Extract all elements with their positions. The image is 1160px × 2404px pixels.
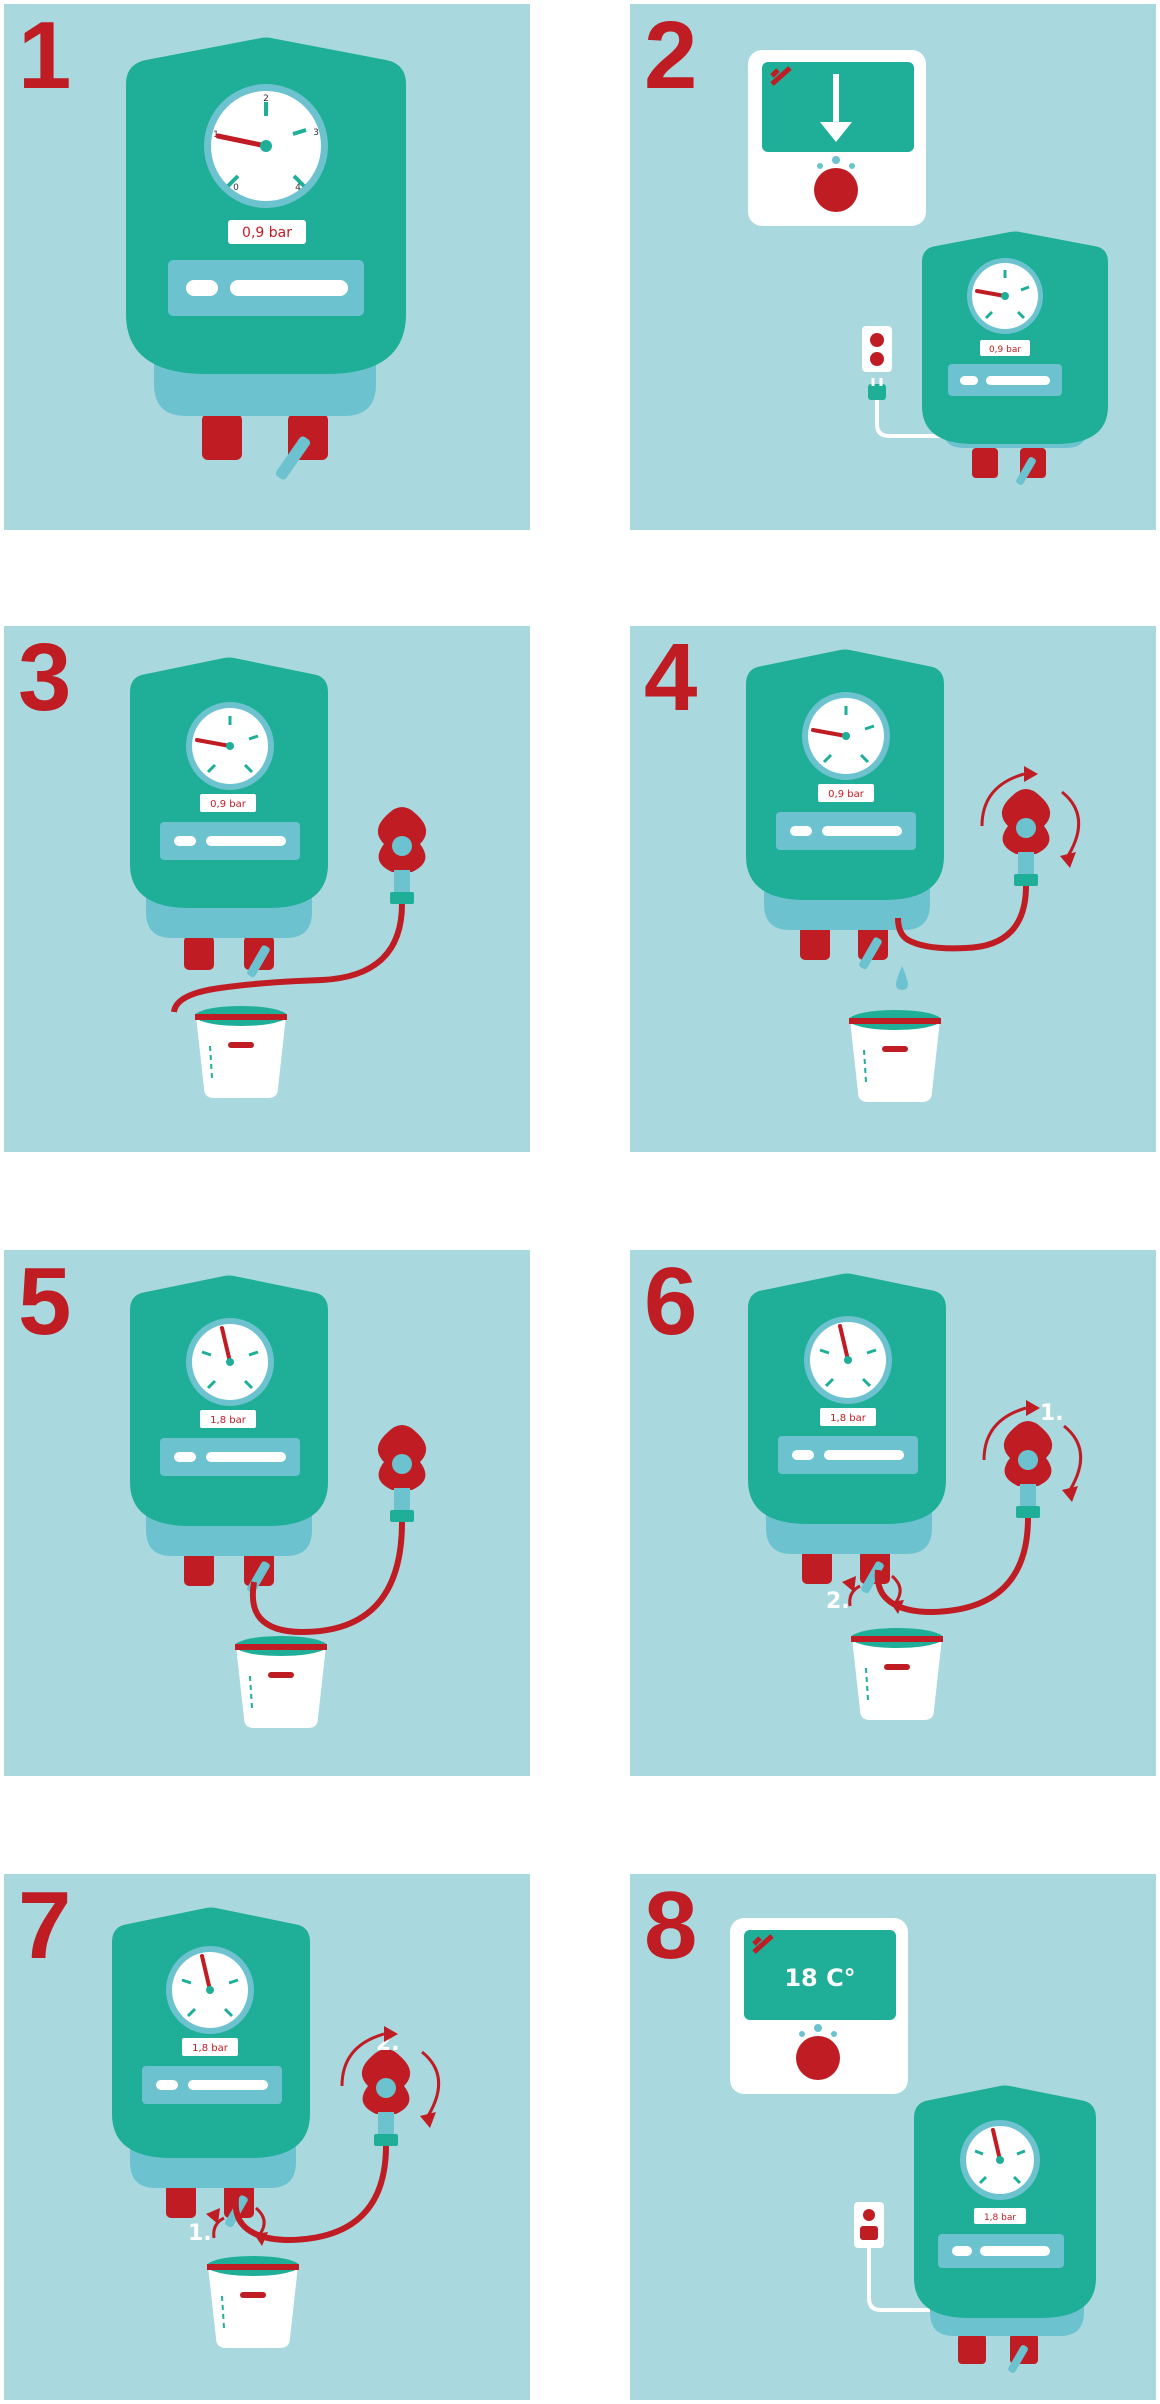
step-panel-7: 7 1,8 bar <box>4 1874 530 2400</box>
pressure-gauge-icon <box>802 692 890 780</box>
bucket-icon <box>235 1636 327 1728</box>
hose-icon <box>171 903 405 1013</box>
fill-valve-icon <box>361 2049 411 2146</box>
power-plug-icon <box>868 378 989 438</box>
hose-icon <box>249 1521 405 1636</box>
order-label: 2. <box>826 1589 850 1614</box>
order-label: 1. <box>1040 1401 1064 1426</box>
thermostat-icon <box>748 50 926 226</box>
boiler-icon: 0,9 bar <box>746 649 944 970</box>
step-number: 1 <box>18 4 72 109</box>
pressure-gauge-icon <box>166 1946 254 2034</box>
boiler-icon: 2 1 3 0 4 0,9 bar <box>126 37 406 480</box>
gauge-tick-label: 4 <box>295 183 301 193</box>
rotate-arrow-icon <box>206 2026 441 2246</box>
step-panel-6: 6 1,8 bar <box>630 1250 1156 1776</box>
power-plug-icon <box>867 2248 961 2312</box>
pressure-gauge-icon <box>804 1316 892 1404</box>
step-number: 6 <box>644 1250 698 1355</box>
pressure-readout: 1,8 bar <box>830 1413 867 1424</box>
boiler-icon: 0,9 bar <box>922 231 1108 485</box>
thermostat-temperature: 18 C° <box>784 1964 855 1992</box>
thermostat-icon: 18 C° <box>730 1918 908 2094</box>
pressure-gauge-icon <box>960 2120 1040 2200</box>
rotate-arrow-icon <box>980 766 1081 868</box>
step-number: 7 <box>18 1874 72 1979</box>
pressure-gauge-icon <box>967 258 1043 334</box>
step-panel-2: 2 <box>630 4 1156 530</box>
pressure-readout: 1,8 bar <box>192 2043 229 2054</box>
step-number: 8 <box>644 1874 698 1979</box>
step-panel-8: 8 18 C° <box>630 1874 1156 2400</box>
order-label: 2. <box>376 2031 400 2056</box>
gauge-tick-label: 2 <box>263 94 269 104</box>
step-number: 2 <box>644 4 698 109</box>
hose-icon <box>232 2145 389 2244</box>
gauge-tick-label: 0 <box>233 183 239 193</box>
boiler-icon: 1,8 bar <box>914 2085 1096 2373</box>
bucket-icon <box>851 1628 943 1720</box>
pressure-readout: 1,8 bar <box>984 2213 1016 2223</box>
pressure-readout: 1,8 bar <box>210 1415 247 1426</box>
bucket-icon <box>195 1006 287 1098</box>
boiler-icon: 1,8 bar <box>130 1275 328 1594</box>
step-panel-3: 3 0,9 bar <box>4 626 530 1152</box>
fill-valve-icon <box>377 807 427 904</box>
pressure-readout: 0,9 bar <box>210 799 247 810</box>
wall-socket-icon <box>854 2202 884 2248</box>
boiler-icon: 1,8 bar <box>748 1273 946 1594</box>
boiler-icon: 1,8 bar <box>112 1907 310 2228</box>
pressure-readout: 0,9 bar <box>828 789 865 800</box>
pressure-gauge-icon: 2 1 3 0 4 <box>204 84 328 208</box>
hose-icon <box>895 885 1029 952</box>
order-label: 1. <box>188 2221 212 2246</box>
pressure-readout: 0,9 bar <box>989 345 1021 355</box>
step-number: 3 <box>18 626 72 731</box>
pressure-gauge-icon <box>186 702 274 790</box>
pressure-readout: 0,9 bar <box>242 225 292 241</box>
bucket-icon <box>849 1010 941 1102</box>
fill-valve-icon <box>1001 789 1051 886</box>
step-number: 4 <box>644 626 698 731</box>
fill-valve-icon <box>377 1425 427 1522</box>
boiler-icon: 0,9 bar <box>130 657 328 978</box>
fill-valve-icon <box>1003 1421 1053 1518</box>
pressure-gauge-icon <box>186 1318 274 1406</box>
gauge-tick-label: 3 <box>313 128 319 138</box>
step-panel-5: 5 1,8 bar <box>4 1250 530 1776</box>
step-panel-1: 1 2 1 3 0 4 0,9 bar <box>4 4 530 530</box>
hose-icon <box>874 1517 1031 1616</box>
bucket-icon <box>207 2256 299 2348</box>
wall-socket-icon <box>862 326 892 372</box>
step-number: 5 <box>18 1250 72 1355</box>
step-panel-4: 4 0,9 bar <box>630 626 1156 1152</box>
